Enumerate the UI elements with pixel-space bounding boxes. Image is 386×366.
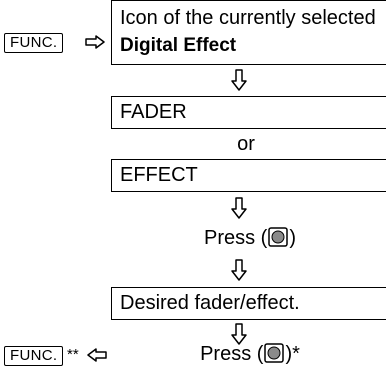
func-key-label: FUNC. xyxy=(10,347,58,364)
press-prefix: Press ( xyxy=(200,343,264,365)
press-step-1: Press ( ) xyxy=(150,227,350,250)
down-arrow-icon xyxy=(231,259,247,281)
selected-effect-line1: Icon of the currently selected xyxy=(120,7,376,29)
fader-box: FADER xyxy=(111,96,386,129)
desired-effect-box: Desired fader/effect. xyxy=(111,287,386,320)
right-arrow-icon xyxy=(85,35,105,49)
joystick-icon xyxy=(268,227,289,247)
effect-label: EFFECT xyxy=(120,164,198,186)
fader-label: FADER xyxy=(120,101,187,123)
func-key-bottom: FUNC. xyxy=(4,346,64,366)
left-arrow-icon xyxy=(87,348,107,362)
down-arrow-icon xyxy=(231,197,247,219)
press-prefix: Press ( xyxy=(203,227,268,249)
func-key-label: FUNC. xyxy=(10,34,58,51)
down-arrow-icon xyxy=(231,69,247,91)
press-suffix-star: )* xyxy=(285,343,300,365)
desired-label: Desired fader/effect. xyxy=(120,292,300,314)
down-arrow-icon xyxy=(231,323,247,345)
func-key-top: FUNC. xyxy=(4,33,64,53)
effect-box: EFFECT xyxy=(111,159,386,192)
or-label: or xyxy=(237,133,255,155)
func-footnote-marker: ** xyxy=(67,346,79,363)
selected-effect-box: Icon of the currently selected Digital E… xyxy=(111,0,386,65)
press-step-2: Press ( )* xyxy=(150,343,350,366)
press-suffix: ) xyxy=(289,227,296,249)
selected-effect-line2: Digital Effect xyxy=(120,35,237,56)
joystick-icon xyxy=(264,343,285,363)
